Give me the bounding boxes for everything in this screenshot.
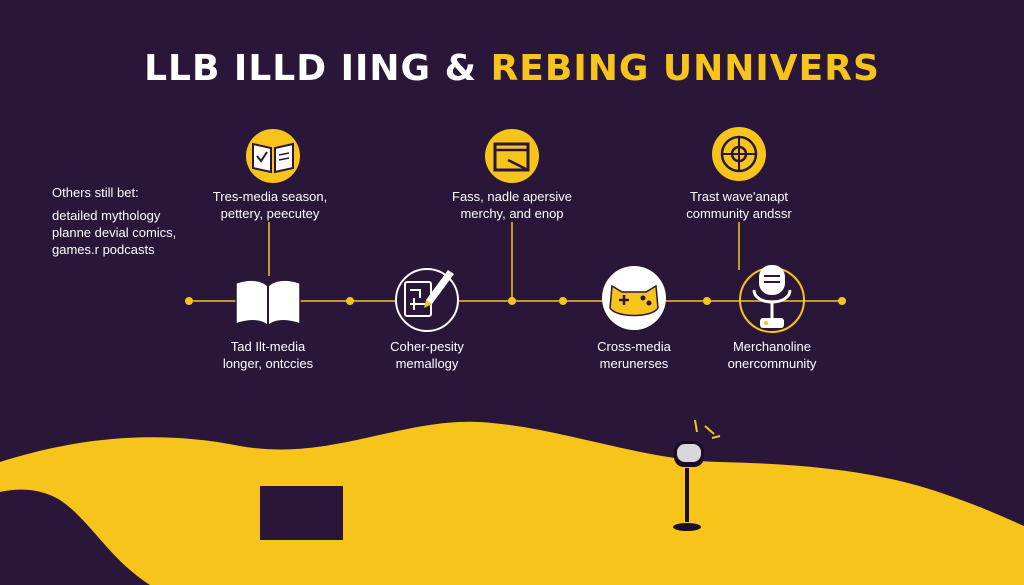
top-label-line: pettery, peecutey <box>220 206 320 221</box>
bottom-label-line: merunerses <box>599 356 669 371</box>
yellow-hill <box>0 421 1024 585</box>
bottom-label-line: Merchanoline <box>732 339 812 354</box>
gamepad-cat-icon <box>602 266 666 330</box>
side-note-line: planne devial comics, <box>52 225 177 240</box>
connectors <box>268 222 740 301</box>
side-note-heading: Others still bet: <box>52 185 139 200</box>
top-label-line: Trast wave'anapt <box>689 189 789 204</box>
bottom-label-2: Coher-pesity memallogy <box>352 338 502 372</box>
top-label-line: community andssr <box>686 206 792 221</box>
bottom-label-line: Cross-media <box>597 339 671 354</box>
top-label-3: Trast wave'anapt community andssr <box>662 188 816 222</box>
bottom-label-line: longer, ontccies <box>222 356 314 371</box>
bottom-label-4: Merchanoline onercommunity <box>697 338 847 372</box>
bottom-label-1: Tad Ilt-media longer, ontccies <box>193 338 343 372</box>
title-part-yellow: REBING UNNIVERS <box>490 48 880 89</box>
timeline-dots <box>185 297 846 305</box>
folder-box-icon <box>485 129 539 183</box>
bottom-label-line: Tad Ilt-media <box>230 339 306 354</box>
bottom-label-line: memallogy <box>395 356 459 371</box>
microphone-icon <box>739 265 805 333</box>
bottom-label-3: Cross-media merunerses <box>559 338 709 372</box>
bottom-label-line: Coher-pesity <box>390 339 464 354</box>
book-icon <box>235 279 301 328</box>
top-label-1: Tres-media season, pettery, peecutey <box>195 188 345 222</box>
side-note-line: games.r podcasts <box>52 242 155 257</box>
top-label-2: Fass, nadle apersive merchy, and enop <box>435 188 589 222</box>
globe-icon <box>712 127 766 181</box>
side-note-line: detailed mythology <box>52 208 161 223</box>
open-book-icon <box>246 129 300 183</box>
circuit-pen-icon <box>395 268 459 332</box>
side-note: Others still bet: detailed mythology pla… <box>52 184 176 258</box>
title-part-white: LLB ILLD IING & <box>144 48 478 89</box>
page-title: LLB ILLD IING & REBING UNNIVERS <box>0 48 1024 89</box>
bottom-label-line: onercommunity <box>727 356 817 371</box>
top-label-line: Tres-media season, <box>212 189 328 204</box>
top-label-line: Fass, nadle apersive <box>452 189 572 204</box>
stand-microphone-icon <box>673 419 721 531</box>
dark-sign <box>260 486 343 540</box>
top-label-line: merchy, and enop <box>460 206 564 221</box>
